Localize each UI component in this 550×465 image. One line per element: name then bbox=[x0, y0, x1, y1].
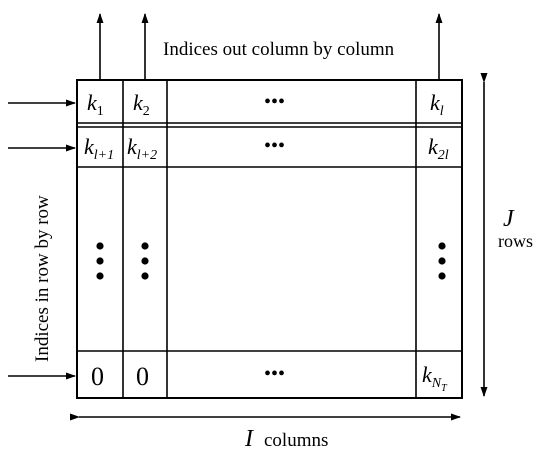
caption-top: Indices out column by column bbox=[163, 39, 395, 60]
cell-r1c2: k2 bbox=[133, 90, 150, 119]
cell-rNc1: 0 bbox=[91, 362, 104, 391]
matrix-outline bbox=[76, 79, 463, 399]
columns-symbol: I bbox=[244, 426, 254, 452]
row1-ellipsis: ••• bbox=[264, 91, 285, 113]
columns-unit: columns bbox=[264, 430, 328, 451]
row2-ellipsis: ••• bbox=[264, 135, 285, 157]
rows-symbol: J bbox=[503, 206, 515, 232]
cell-rNcN: kNT bbox=[422, 362, 448, 394]
cell-r2c2: kl+2 bbox=[127, 134, 157, 163]
cell-r2c1: kl+1 bbox=[84, 134, 114, 163]
rows-unit: rows bbox=[498, 231, 533, 251]
cell-r2cN: k2l bbox=[428, 134, 449, 163]
col2-vertical-dots bbox=[141, 242, 149, 280]
cell-r1c1: k1 bbox=[87, 90, 104, 119]
rowN-ellipsis: ••• bbox=[264, 363, 285, 385]
colN-vertical-dots bbox=[438, 242, 446, 280]
cell-rNc2: 0 bbox=[136, 362, 149, 391]
col1-vertical-dots bbox=[96, 242, 104, 280]
caption-left: Indices in row by row bbox=[32, 195, 53, 362]
cell-r1cN: kl bbox=[430, 90, 444, 119]
